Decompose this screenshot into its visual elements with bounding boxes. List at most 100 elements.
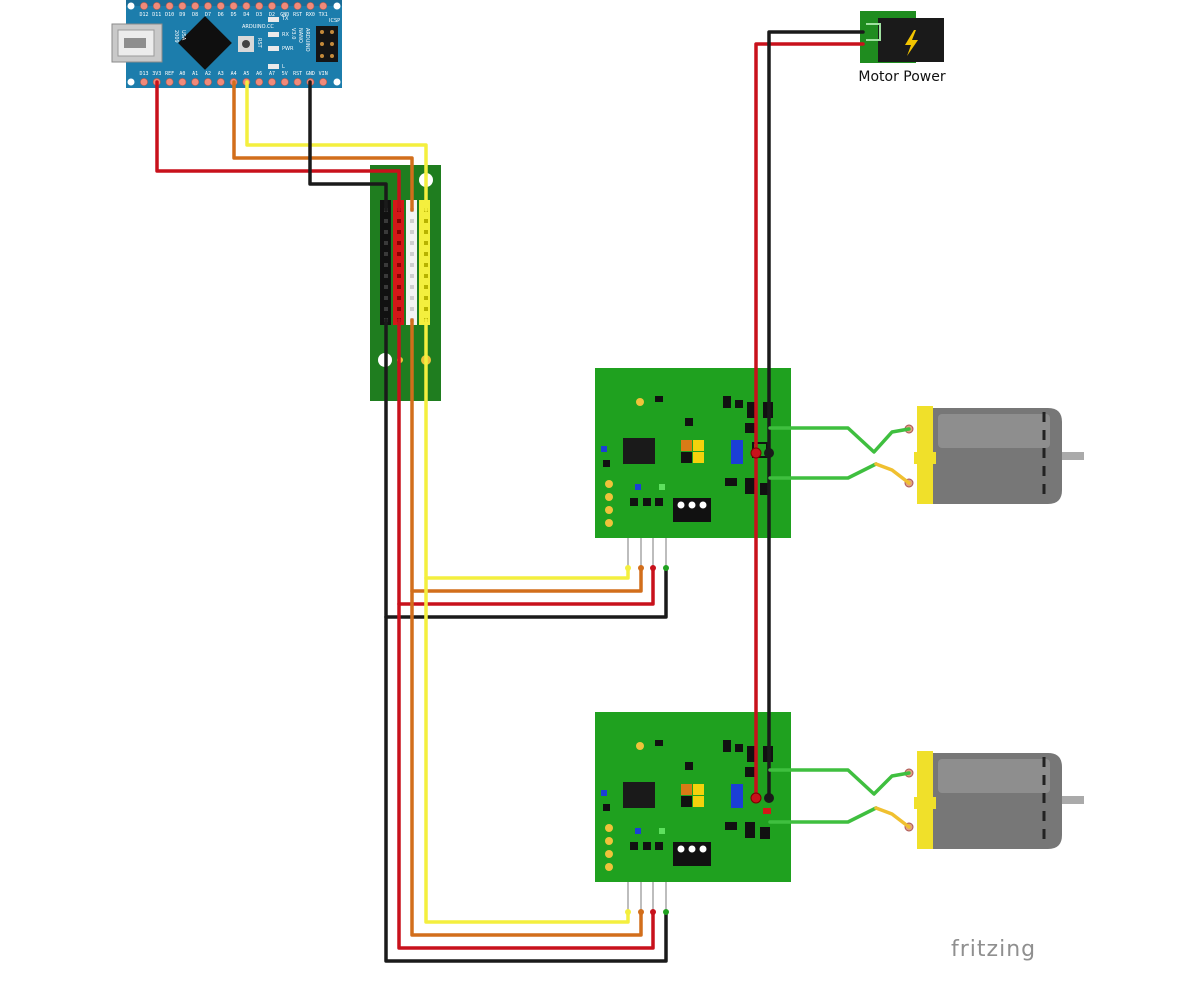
- motor-power-label: Motor Power: [858, 69, 945, 85]
- arduino-pin: [280, 2, 289, 10]
- arduino-pin-label: GND: [306, 71, 315, 77]
- wires: [155, 30, 911, 963]
- breakout-pin: [424, 274, 428, 278]
- arduino-pin: [242, 2, 251, 10]
- wire-orange-driver-2: [410, 589, 643, 937]
- board-text-icsp: ICSP: [329, 18, 340, 24]
- arduino-pin: [178, 78, 187, 86]
- arduino-pin: [204, 2, 212, 10]
- arduino-pin-label: D9: [179, 12, 185, 18]
- breakout-pin: [397, 263, 401, 267]
- arduino-pin-label: 5V: [282, 71, 288, 77]
- arduino-pin-label: D13: [139, 71, 148, 77]
- arduino-pin: [140, 2, 148, 10]
- breakout-pin: [424, 241, 428, 245]
- arduino-pin-label: D3: [256, 12, 262, 18]
- arduino-pin-label: A5: [243, 71, 249, 77]
- breakout-pin: [410, 274, 414, 278]
- arduino-pin-label: GND: [280, 12, 289, 18]
- board-text-year: 2009: [173, 30, 179, 43]
- breakout-pin: [424, 263, 428, 267]
- arduino-pin-label: D5: [231, 12, 237, 18]
- lightning-bolt-icon: [905, 30, 918, 56]
- arduino-pin: [191, 78, 200, 86]
- arduino-pin: [216, 78, 225, 86]
- arduino-pin: [268, 78, 276, 86]
- arduino-pin: [255, 2, 264, 10]
- wire-red-motor-power: [754, 42, 865, 800]
- arduino-pin: [319, 2, 328, 10]
- wire-yellow-driver-2: [424, 576, 630, 924]
- arduino-pin-label: VIN: [319, 71, 328, 77]
- terminal-markers: [625, 447, 774, 915]
- breakout-pin: [424, 219, 428, 223]
- board-text-nano: NANO: [297, 28, 303, 43]
- wire-black-driver-2: [384, 615, 668, 963]
- breakout-pin: [424, 307, 428, 311]
- wire-black-gnd: [308, 80, 388, 212]
- board-text-arduino-cc: ARDUINO.CC: [242, 24, 274, 30]
- breakout-pin: [410, 252, 414, 256]
- wire-green-motor-2-b: [768, 806, 878, 824]
- breakout-pin: [410, 263, 414, 267]
- arduino-pin-label: RST: [293, 71, 302, 77]
- breakout-pin: [410, 230, 414, 234]
- board-text-version: V3.0: [290, 28, 296, 39]
- breakout-pin: [397, 252, 401, 256]
- wire-red-driver-2: [397, 602, 655, 950]
- arduino-pin: [319, 78, 328, 86]
- arduino-pin: [268, 2, 276, 10]
- arduino-pin: [191, 2, 200, 10]
- arduino-pin-label: A7: [269, 71, 275, 77]
- breakout-pin: [384, 296, 388, 300]
- wire-black-driver-1: [384, 318, 668, 619]
- arduino-pin-label: D2: [269, 12, 275, 18]
- breakout-pin: [384, 307, 388, 311]
- wire-black-motor-power: [767, 30, 865, 800]
- motor-driver-board-bottom: [595, 712, 791, 910]
- breakout-pin: [410, 241, 414, 245]
- board-text-tx: TX: [281, 16, 289, 22]
- arduino-pin: [306, 2, 315, 10]
- breakout-pin: [384, 219, 388, 223]
- motor-driver-board-top: [595, 368, 791, 566]
- dc-motor-bottom: [904, 751, 1084, 849]
- breakout-pin: [397, 274, 401, 278]
- arduino-pin-label: D10: [165, 12, 174, 18]
- arduino-pin: [293, 2, 302, 10]
- arduino-pin-label: D11: [152, 12, 161, 18]
- board-text-pwr: PWR: [282, 46, 294, 52]
- wire-red-driver-1: [397, 318, 655, 606]
- breakout-pin: [397, 285, 401, 289]
- board-text-rst: RST: [256, 38, 262, 49]
- wire-orange-driver-1: [410, 318, 643, 593]
- wire-yellow-a5: [245, 80, 428, 212]
- wire-yellow-driver-1: [424, 318, 630, 580]
- breakout-pin: [424, 230, 428, 234]
- arduino-pin-label: D4: [243, 12, 249, 18]
- arduino-pin: [255, 78, 264, 86]
- arduino-pin-label: A1: [192, 71, 198, 77]
- breakout-pin: [397, 241, 401, 245]
- arduino-pin-label: RST: [293, 12, 302, 18]
- arduino-pin-label: D6: [218, 12, 224, 18]
- arduino-pin-label: RX0: [306, 12, 315, 18]
- breakout-pin: [384, 230, 388, 234]
- arduino-pin-label: A3: [218, 71, 224, 77]
- arduino-pin-label: D8: [192, 12, 198, 18]
- breakout-pin: [397, 230, 401, 234]
- board-text-rx: RX: [282, 32, 289, 38]
- arduino-pin-label: A0: [179, 71, 185, 77]
- wire-yellow-motor-1-b: [874, 462, 911, 485]
- arduino-pin-label: A6: [256, 71, 262, 77]
- board-text-usa: USA: [180, 30, 186, 41]
- arduino-pin-label: 3V3: [152, 71, 161, 77]
- arduino-pin-label: A4: [231, 71, 237, 77]
- arduino-pin: [165, 78, 174, 86]
- breakout-pin: [410, 285, 414, 289]
- breakout-pin: [384, 274, 388, 278]
- wire-green-motor-2-a: [768, 768, 911, 796]
